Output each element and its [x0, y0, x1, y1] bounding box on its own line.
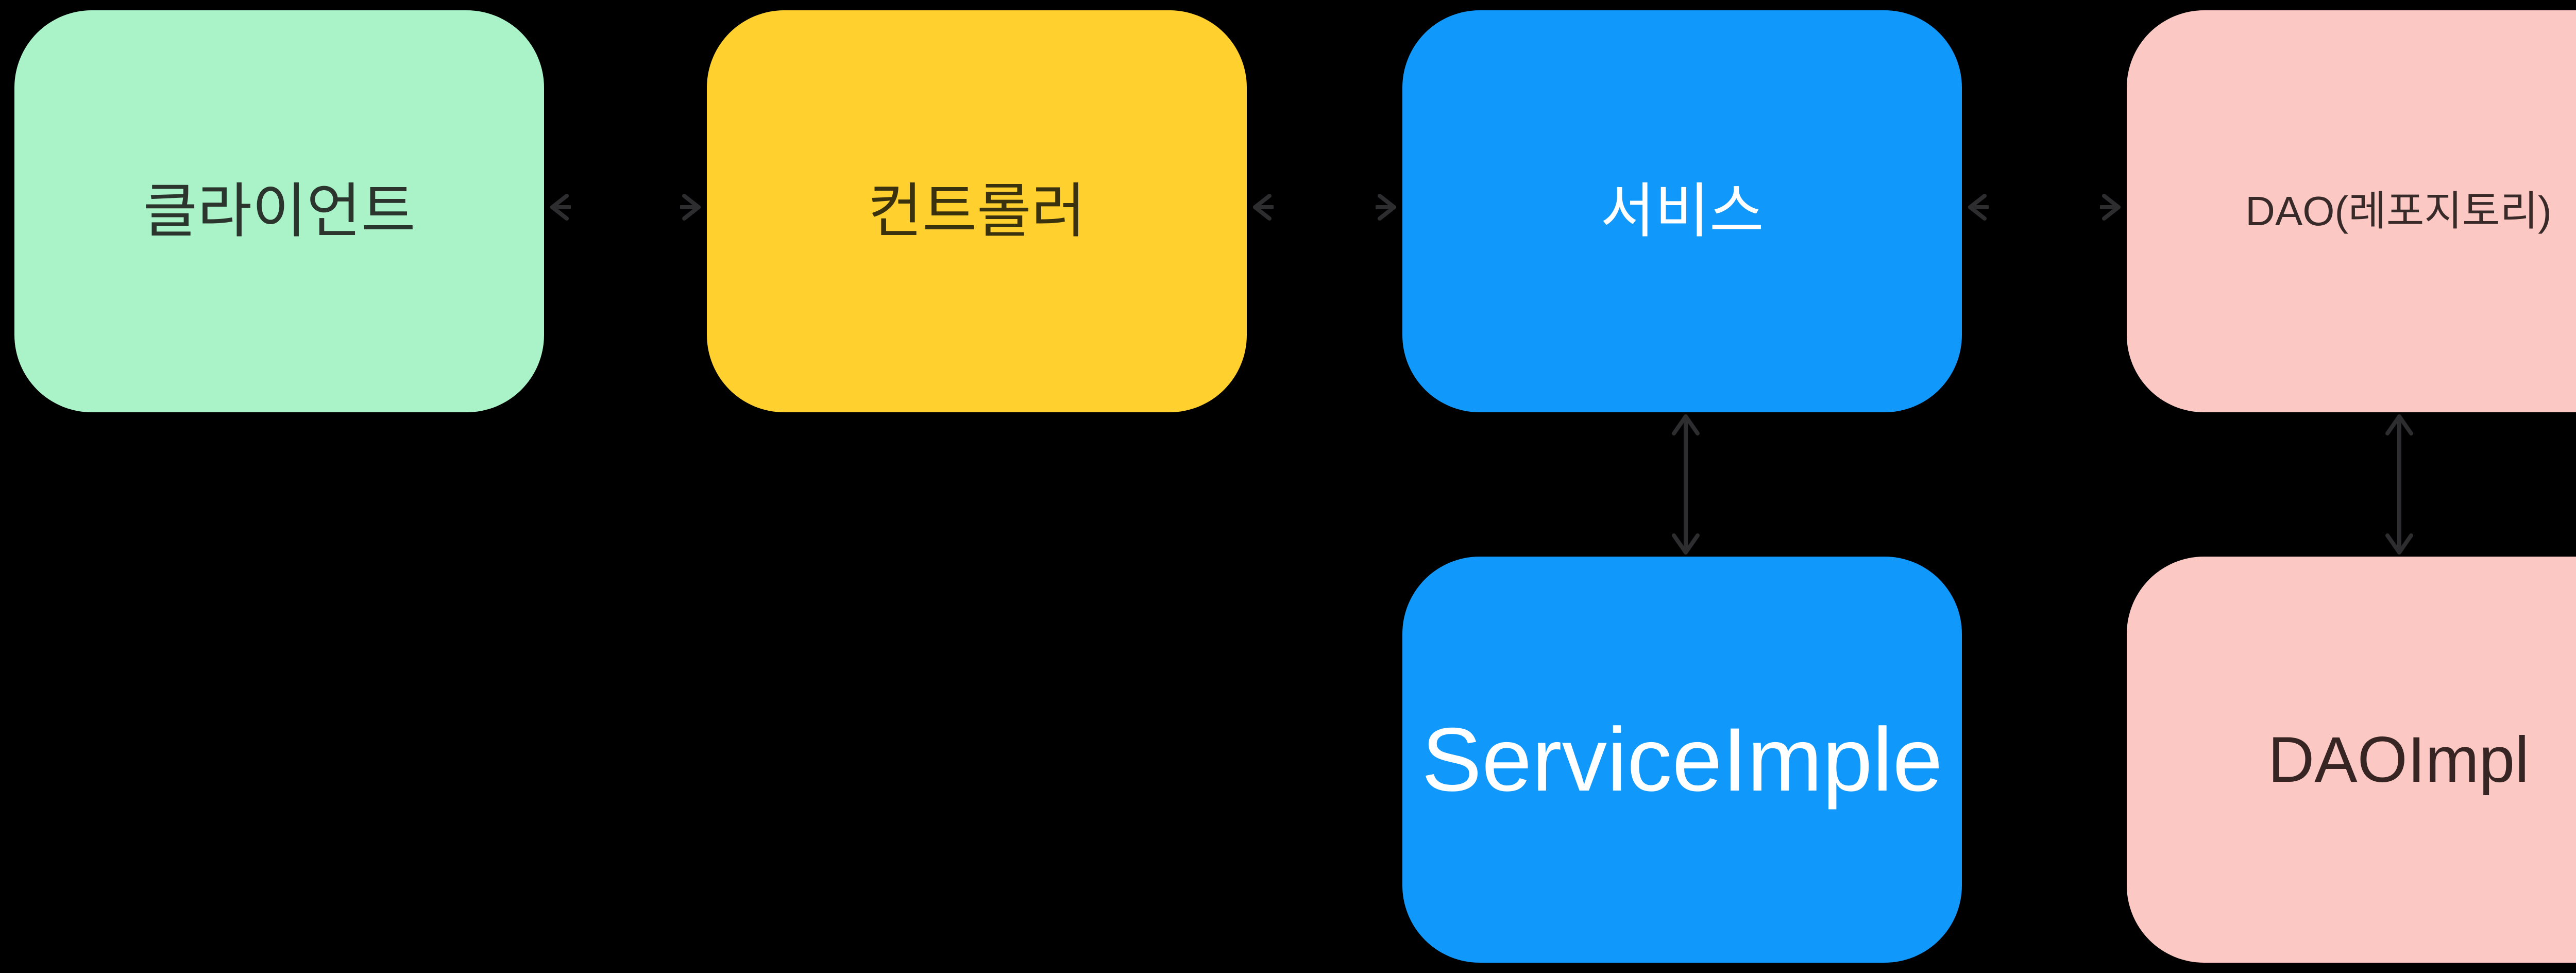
arrowhead-left-icon	[1253, 194, 1274, 221]
node-service: 서비스	[1402, 10, 1962, 412]
arrowhead-right-icon	[680, 194, 701, 221]
arrowhead-right-icon	[2100, 194, 2121, 221]
controller-label: 컨트롤러	[868, 178, 1086, 244]
arrowhead-left-icon	[550, 194, 571, 221]
edge-controller-service	[1247, 193, 1402, 222]
node-dao-repository: DAO(레포지토리)	[2127, 10, 2576, 412]
node-client: 클라이언트	[14, 10, 544, 412]
service-label: 서비스	[1600, 178, 1764, 244]
client-label: 클라이언트	[143, 178, 416, 244]
arrowhead-left-icon	[1968, 194, 1989, 221]
edge-client-controller	[544, 193, 707, 222]
edge-service-serviceimple vertical-double-arrow-icon	[1672, 414, 1700, 555]
node-controller: 컨트롤러	[707, 10, 1247, 412]
arrowhead-right-icon	[1376, 194, 1396, 221]
edge-dao-daoimpl vertical-double-arrow-icon	[2385, 414, 2413, 555]
node-dao-impl: DAOImpl	[2127, 557, 2576, 963]
node-service-imple: ServiceImple	[1402, 557, 1962, 963]
dao-impl-label: DAOImpl	[2267, 724, 2530, 796]
edge-service-dao	[1962, 193, 2127, 222]
service-imple-label: ServiceImple	[1421, 709, 1943, 810]
dao-repository-label: DAO(레포지토리)	[2245, 188, 2552, 234]
